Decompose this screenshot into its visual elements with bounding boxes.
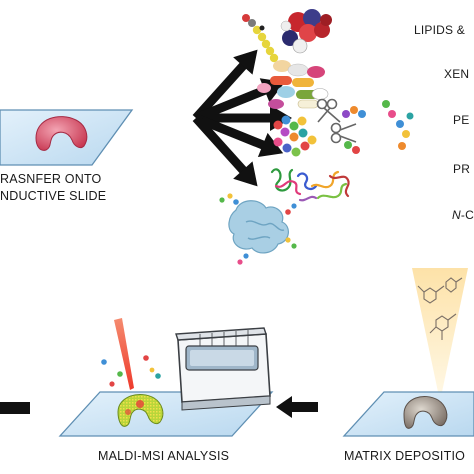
analyte-label-peptides: PE [453, 113, 470, 127]
desorbed-ions-icon [101, 355, 161, 387]
glycan-prefix: N [452, 208, 461, 222]
protein-structure-icon [270, 168, 350, 202]
conductive-slide-top [0, 109, 134, 166]
lipid-molecule-icon [242, 14, 279, 63]
tissue-section-grey [403, 396, 448, 429]
maldi-ion-image [117, 394, 164, 427]
matrix-step-label: MATRIX DEPOSITIO [344, 449, 466, 463]
glycoprotein-icon [219, 193, 297, 265]
transfer-step-label-2: NDUCTIVE SLIDE [0, 189, 107, 203]
transfer-step-label-1: RASNFER ONTO [0, 172, 102, 186]
matrix-molecule-icon [417, 277, 463, 340]
xenobiotic-pills-icon [257, 60, 329, 109]
analyte-label-xenobiotics: XEN [444, 67, 470, 81]
scissors-icon [316, 98, 357, 144]
lipid-spacefill-icon [280, 9, 332, 54]
analyte-label-glycans: N-C [452, 208, 474, 222]
maldi-step-label: MALDI-MSI ANALYSIS [98, 449, 230, 463]
tissue-section-red [35, 116, 88, 151]
analyte-label-proteins: PR [453, 162, 471, 176]
mass-spectrometer-icon [175, 327, 271, 411]
peptide-chain-icon [273, 100, 414, 157]
arrow-matrix-to-maldi [276, 396, 318, 418]
laser-beam-icon [114, 318, 134, 390]
glycan-rest: -C [460, 208, 474, 222]
arrow-left-bottom [0, 402, 30, 414]
analyte-label-lipids: LIPIDS & [414, 23, 465, 37]
